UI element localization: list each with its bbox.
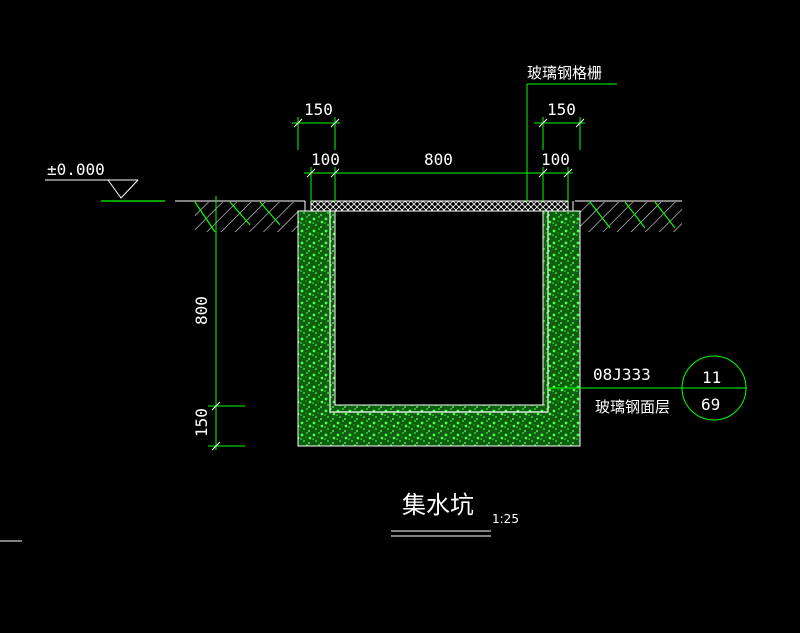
detail-number-bottom: 69 bbox=[701, 395, 720, 414]
fiberglass-grating bbox=[310, 200, 569, 212]
elevation-label: ±0.000 bbox=[47, 160, 105, 179]
drawing-title: 集水坑 bbox=[402, 491, 474, 519]
dim-top-left-150: 150 bbox=[304, 100, 333, 119]
dim-left-depth-800: 800 bbox=[192, 296, 211, 325]
title-underline bbox=[391, 530, 491, 537]
pit-concrete-walls bbox=[297, 210, 581, 447]
left-dimension-lines bbox=[208, 196, 245, 451]
detail-number-top: 11 bbox=[702, 368, 721, 387]
dim-top-right-100: 100 bbox=[541, 150, 570, 169]
earth-hatch-right bbox=[580, 201, 682, 232]
reference-layer-label: 玻璃钢面层 bbox=[595, 398, 670, 416]
dim-top-right-150: 150 bbox=[547, 100, 576, 119]
dim-top-middle-800: 800 bbox=[424, 150, 453, 169]
fiberglass-lining bbox=[329, 211, 549, 413]
top-dimension-lines bbox=[292, 117, 585, 201]
elevation-marker bbox=[45, 179, 165, 202]
reference-leader bbox=[548, 355, 747, 421]
grating-label: 玻璃钢格栅 bbox=[527, 64, 602, 82]
dim-top-left-100: 100 bbox=[311, 150, 340, 169]
earth-hatch-left bbox=[194, 201, 298, 233]
grating-leader bbox=[526, 83, 617, 201]
dim-left-bottom-150: 150 bbox=[192, 408, 211, 437]
drawing-scale: 1:25 bbox=[492, 512, 519, 526]
reference-code: 08J333 bbox=[593, 365, 651, 384]
